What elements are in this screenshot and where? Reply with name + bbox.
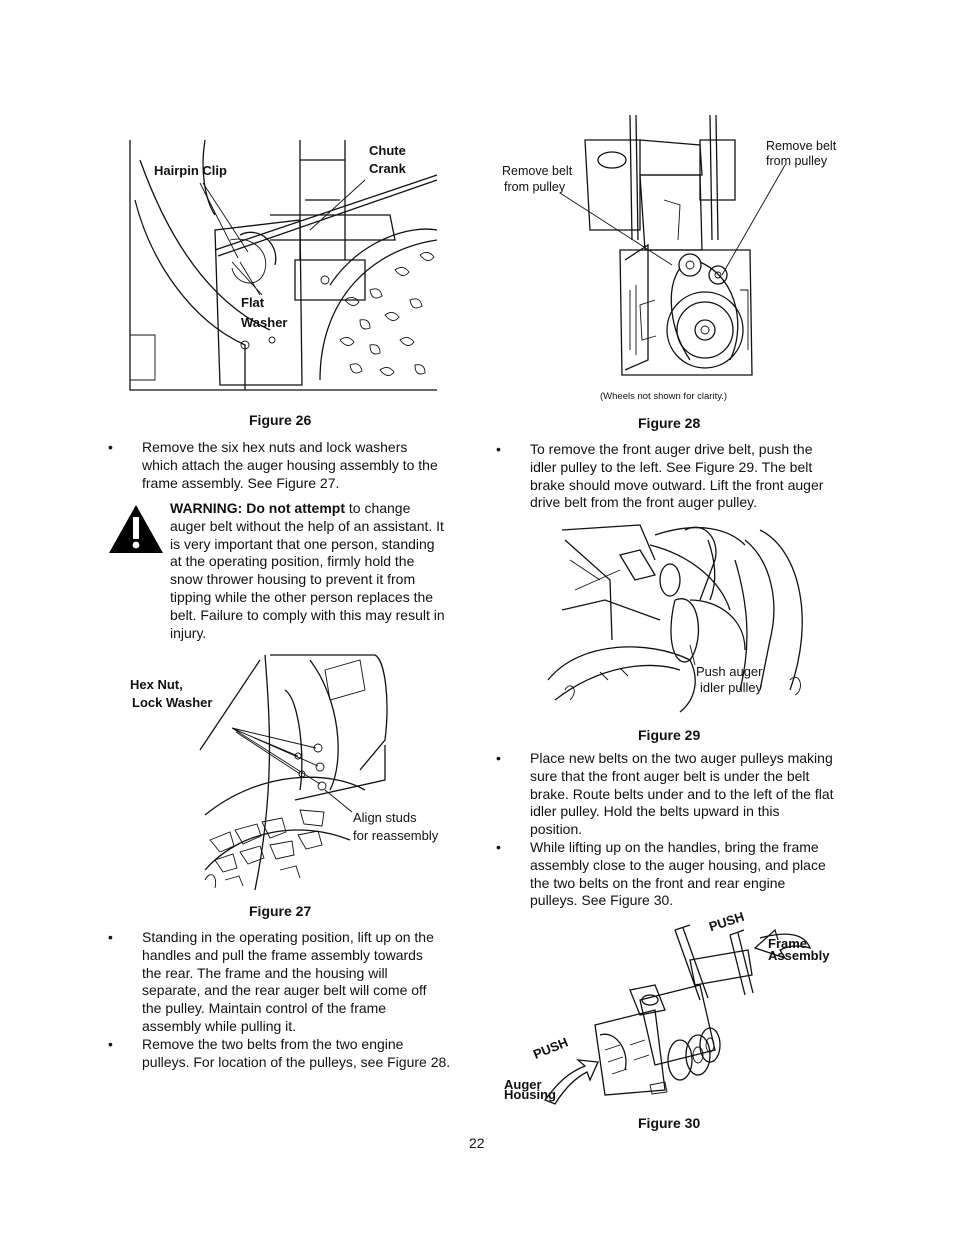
figure-30-label-frame-2: Assembly bbox=[768, 948, 830, 963]
figure-27-drawing bbox=[199, 654, 388, 891]
right-bullet-2: Place new belts on the two auger pulleys… bbox=[530, 750, 850, 839]
figure-27-label-hex-nut-1: Hex Nut, bbox=[130, 677, 183, 692]
figure-30-label-frame-1: Frame bbox=[768, 936, 808, 951]
text-line: WARNING: Do not attempt to change bbox=[170, 500, 470, 518]
page-number: 22 bbox=[469, 1135, 485, 1151]
text-line: injury. bbox=[170, 624, 207, 641]
text-line: tipping while the other person replaces … bbox=[170, 588, 434, 605]
bullet-marker: • bbox=[108, 929, 113, 945]
figure-26-label-flat-washer-1: Flat bbox=[241, 295, 265, 310]
right-bullet-1: To remove the front auger drive belt, pu… bbox=[530, 441, 850, 512]
figure-30-drawing bbox=[543, 924, 812, 1105]
bullet-marker: • bbox=[496, 441, 501, 457]
text-line: is very important that one person, stand… bbox=[170, 535, 435, 552]
figure-27-label-align-2: for reassembly bbox=[353, 828, 439, 843]
warning-text-start: to change bbox=[344, 500, 411, 516]
right-bullet-3: While lifting up on the handles, bring t… bbox=[530, 839, 850, 910]
text-line: Standing in the operating position, lift… bbox=[142, 929, 434, 945]
text-line: position. bbox=[530, 821, 583, 838]
text-line: brake should move outward. Lift the fron… bbox=[530, 476, 824, 493]
figure-30-caption: Figure 30 bbox=[638, 1115, 701, 1131]
text-line: While lifting up on the handles, bring t… bbox=[530, 839, 819, 855]
warning-label: WARNING: Do not attempt bbox=[170, 500, 345, 516]
warning-text: WARNING: Do not attempt to change auger … bbox=[170, 500, 470, 642]
text-line: belt. Failure to comply with this may re… bbox=[170, 606, 445, 623]
text-line: idler pulley. Hold the belts upward in t… bbox=[530, 803, 780, 820]
left-bullet-2: Standing in the operating position, lift… bbox=[142, 929, 472, 1036]
text-line: assembly while pulling it. bbox=[142, 1017, 297, 1034]
bullet-marker: • bbox=[108, 439, 113, 455]
text-line: drive belt from the front auger pulley. bbox=[530, 494, 757, 511]
text-line: the pulley. Maintain control of the fram… bbox=[142, 1000, 387, 1017]
text-line: at the operating position, firmly hold t… bbox=[170, 553, 415, 570]
figure-27-caption: Figure 27 bbox=[249, 903, 312, 919]
figure-28-label-right-2: from pulley bbox=[766, 154, 828, 168]
text-line: assembly close to the auger housing, and… bbox=[530, 856, 826, 873]
figure-28-label-left-1: Remove belt bbox=[502, 164, 573, 178]
text-line: To remove the front auger drive belt, pu… bbox=[530, 441, 813, 457]
text-line: Remove the six hex nuts and lock washers bbox=[142, 439, 408, 455]
text-line: pulleys. For location of the pulleys, se… bbox=[142, 1053, 451, 1070]
bullet-marker: • bbox=[108, 1036, 113, 1052]
text-line: pulleys. See Figure 30. bbox=[530, 892, 674, 909]
text-line: auger belt without the help of an assist… bbox=[170, 517, 444, 534]
left-bullet-3: Remove the two belts from the two engine… bbox=[142, 1036, 472, 1072]
figure-28-caption: Figure 28 bbox=[638, 415, 701, 431]
text-line: which attach the auger housing assembly … bbox=[142, 456, 438, 473]
figure-26-label-hairpin-clip: Hairpin Clip bbox=[154, 163, 227, 178]
text-line: idler pulley to the left. See Figure 29.… bbox=[530, 458, 813, 475]
figure-30-label-auger-1: Auger bbox=[504, 1077, 542, 1092]
figure-28-label-right-1: Remove belt bbox=[766, 139, 837, 153]
text-line: Place new belts on the two auger pulleys… bbox=[530, 750, 833, 766]
figure-28-drawing bbox=[559, 114, 786, 376]
figure-28-note: (Wheels not shown for clarity.) bbox=[600, 391, 728, 402]
figure-29-label-1: Push auger bbox=[696, 664, 763, 679]
figure-29-drawing bbox=[547, 524, 803, 713]
text-line: brake. Route belts under and to the left… bbox=[530, 785, 834, 802]
figure-29-label-2: idler pulley bbox=[700, 680, 763, 695]
text-line: sure that the front auger belt is under … bbox=[530, 767, 810, 784]
figure-27-label-align-1: Align studs bbox=[353, 810, 417, 825]
text-line: the rear. The frame and the housing will bbox=[142, 964, 388, 981]
figure-26-drawing bbox=[129, 139, 438, 391]
figure-30-label-auger-2: Housing bbox=[504, 1087, 556, 1102]
text-line: separate, and the rear auger belt will c… bbox=[142, 982, 427, 999]
text-line: snow thrower housing to prevent it from bbox=[170, 571, 416, 588]
figure-27-label-hex-nut-2: Lock Washer bbox=[132, 695, 213, 710]
text-line: the two belts on the front and rear engi… bbox=[530, 874, 786, 891]
text-line: frame assembly. See Figure 27. bbox=[142, 474, 340, 491]
left-bullet-1: Remove the six hex nuts and lock washers… bbox=[142, 439, 472, 492]
figure-26-caption: Figure 26 bbox=[249, 412, 312, 428]
bullet-marker: • bbox=[496, 750, 501, 766]
bullet-marker: • bbox=[496, 839, 501, 855]
figure-26-label-chute-crank-2: Crank bbox=[369, 161, 406, 176]
figure-28-label-left-2: from pulley bbox=[504, 180, 566, 194]
text-line: Remove the two belts from the two engine bbox=[142, 1036, 404, 1052]
figure-26-label-flat-washer-2: Washer bbox=[241, 315, 288, 330]
text-line: handles and pull the frame assembly towa… bbox=[142, 946, 423, 963]
figure-29-caption: Figure 29 bbox=[638, 727, 701, 743]
figure-26-label-chute-crank-1: Chute bbox=[369, 143, 406, 158]
